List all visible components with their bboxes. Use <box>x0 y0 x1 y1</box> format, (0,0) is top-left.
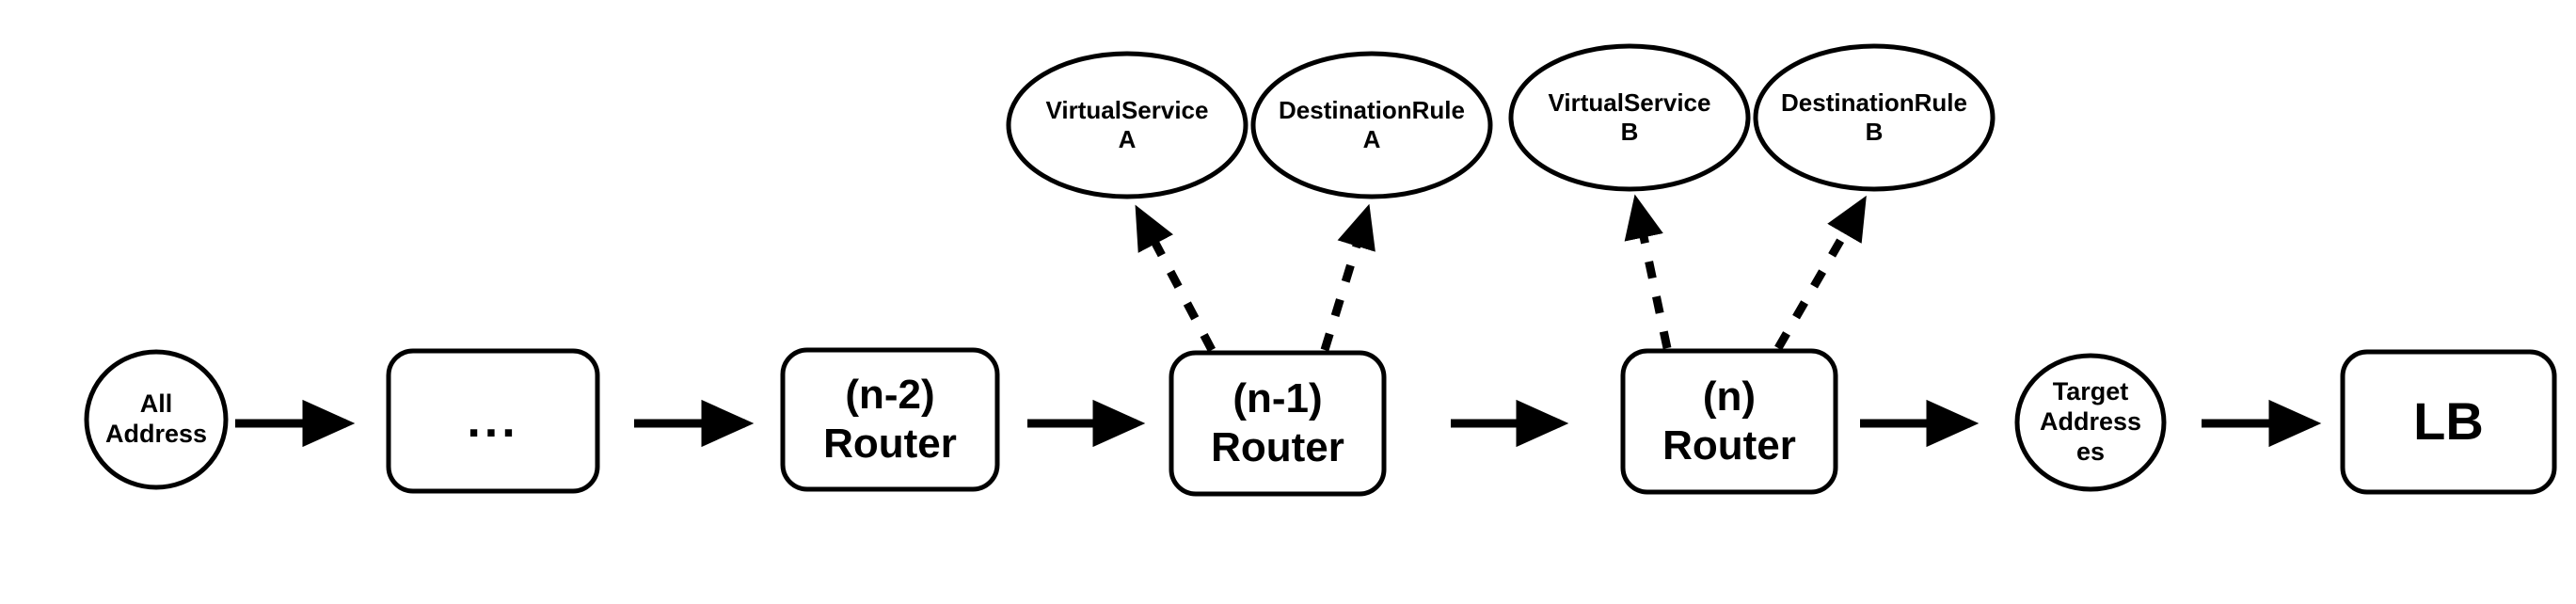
edge-router-n-to-virtualservice-b <box>1624 194 1672 349</box>
node-virtualservice-a-shape[interactable] <box>1006 51 1248 199</box>
edge-router-n-minus-1-to-destinationrule-a <box>1320 203 1375 352</box>
node-destinationrule-b-shape[interactable] <box>1753 43 1996 192</box>
node-all-address-shape[interactable] <box>84 349 229 490</box>
node-router-n-minus-1-shape[interactable] <box>1169 350 1387 497</box>
node-router-n-minus-2-shape[interactable] <box>780 347 1000 492</box>
edge-router-n-minus-1-to-virtualservice-a <box>1135 204 1216 353</box>
node-target-addresses-shape[interactable] <box>2014 353 2167 492</box>
node-destinationrule-a-shape[interactable] <box>1250 51 1493 199</box>
node-router-n-shape[interactable] <box>1620 348 1838 495</box>
node-ellipsis-shape[interactable] <box>386 348 600 494</box>
edge-router-n-to-destinationrule-b <box>1774 195 1867 351</box>
node-lb-shape[interactable] <box>2340 349 2557 495</box>
node-virtualservice-b-shape[interactable] <box>1508 43 1751 192</box>
